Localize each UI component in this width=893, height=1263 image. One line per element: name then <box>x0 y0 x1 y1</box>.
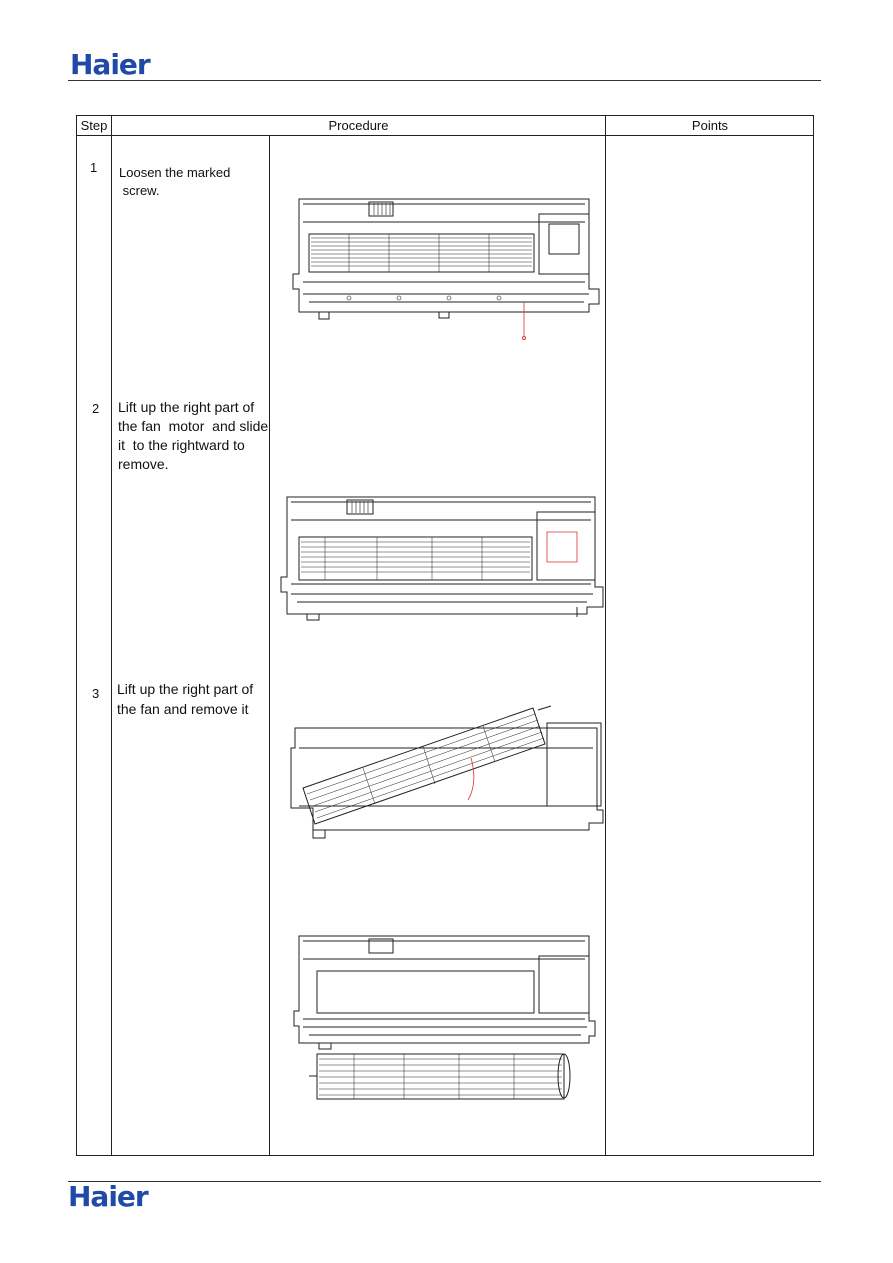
procedure-inner-divider <box>269 136 270 1155</box>
haier-logo-top: Haier <box>70 48 151 81</box>
step-1-number: 1 <box>90 160 98 175</box>
fan-removed-drawing <box>289 931 609 1116</box>
step-column-divider <box>111 116 112 1155</box>
step-2-number: 2 <box>92 401 100 416</box>
procedure-table: Step Procedure Points 1 Loosen the marke… <box>76 115 814 1156</box>
fan-lifting-drawing <box>283 688 605 848</box>
indoor-unit-motor-drawing <box>277 492 607 622</box>
points-column-divider <box>605 116 606 1155</box>
header-step: Step <box>80 118 108 133</box>
header-row-divider <box>77 135 813 136</box>
header-rule <box>68 80 821 81</box>
footer-rule <box>68 1181 821 1182</box>
haier-logo-bottom: Haier <box>68 1180 149 1213</box>
step-2-text: Lift up the right part of the fan motor … <box>118 399 269 472</box>
step-1-text: Loosen the marked screw. <box>119 165 231 198</box>
step-3-number: 3 <box>92 686 100 701</box>
header-points: Points <box>691 118 729 133</box>
header-procedure: Procedure <box>328 118 389 133</box>
step-3-text: Lift up the right part of the fan and re… <box>117 681 254 717</box>
indoor-unit-with-fan-drawing <box>289 194 609 344</box>
